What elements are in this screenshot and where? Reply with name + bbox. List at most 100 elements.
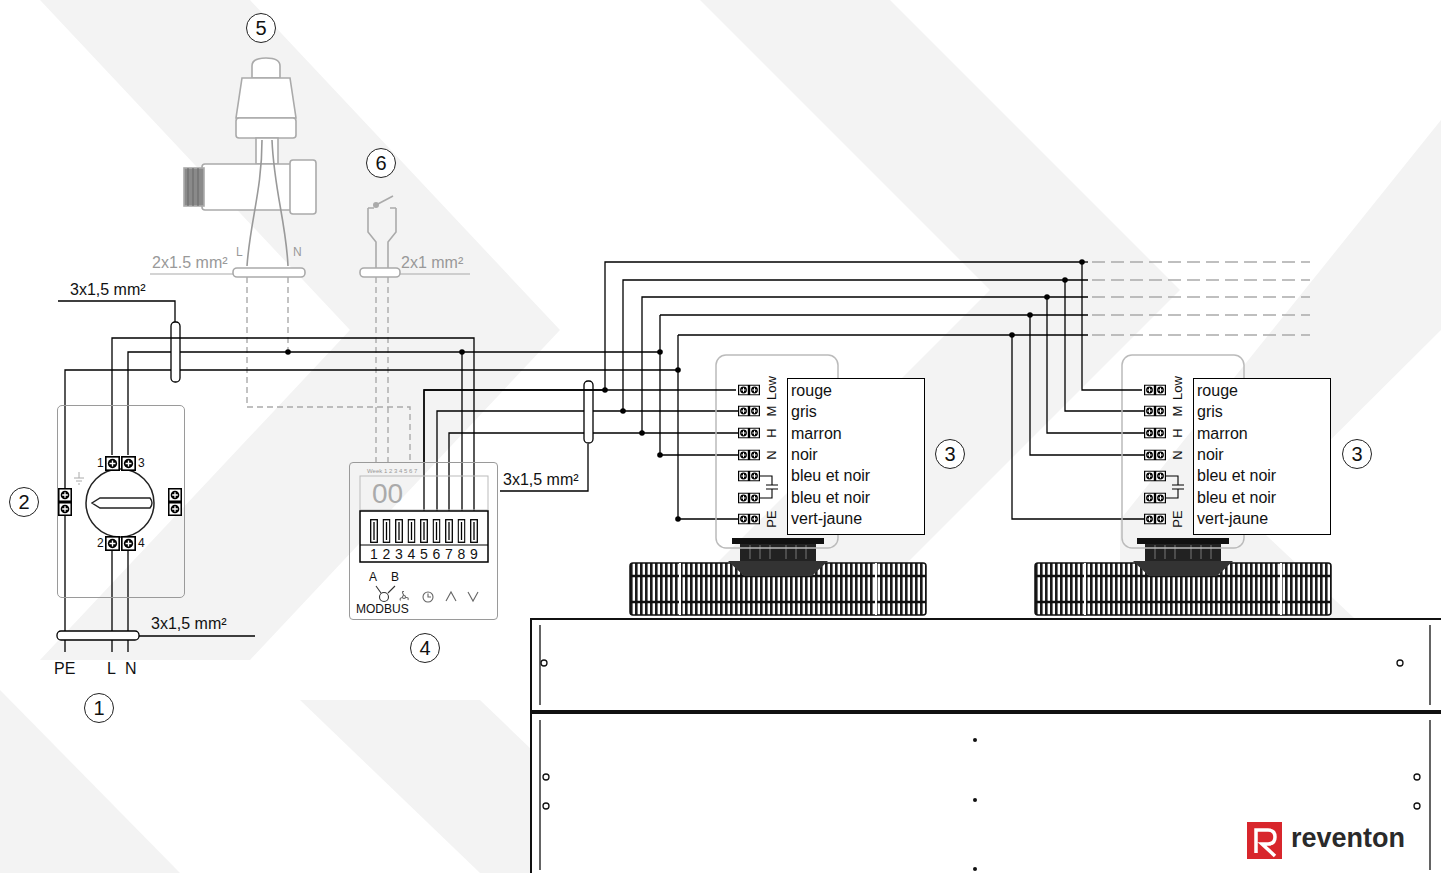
controller-text: Week 1 2 3 4 5 6 7 (367, 468, 417, 475)
wire-name: PE (54, 660, 75, 677)
fan-motor (732, 538, 824, 544)
fan-terminal-strip (739, 450, 749, 460)
wire-name: L (107, 660, 116, 677)
wire-color: rouge (1197, 382, 1238, 400)
fan-terminal-strip (1156, 406, 1166, 416)
cable-clamps (57, 631, 139, 640)
power-wires (65, 370, 678, 652)
cable-clamps (57, 322, 593, 640)
controller-text: MODBUS (356, 602, 409, 616)
power-wires (58, 301, 175, 322)
terminal-name: M (764, 406, 779, 417)
power-wires (678, 335, 745, 519)
signal-wires (247, 262, 1310, 462)
terminal-name: Low (764, 376, 779, 400)
fan-terminal-strip (750, 514, 760, 524)
controller-parts (433, 520, 440, 543)
rotary-switch (106, 537, 119, 550)
terminal-name: Low (765, 376, 778, 400)
wire-name: N (293, 246, 302, 259)
callout-number: 1 (84, 693, 114, 723)
fan-terminal-strip (1145, 471, 1155, 481)
window-contact (376, 196, 393, 205)
power-wires (137, 635, 255, 636)
wire-color: bleu et noir (1197, 489, 1276, 506)
wire-name: N (125, 660, 137, 677)
power-wires (111, 405, 112, 455)
wire-color: marron (791, 425, 842, 443)
wire-color: marron (791, 425, 842, 442)
fan-motor (750, 545, 806, 559)
terminal-name: N (1171, 450, 1184, 459)
callout-number: 5 (246, 13, 276, 43)
wire-color: vert-jaune (1197, 510, 1268, 528)
rotary-switch (122, 537, 135, 550)
fan-terminal-strip (739, 385, 749, 395)
callout-number: 4 (410, 633, 440, 663)
rotary-switch (122, 457, 135, 470)
wire-color: rouge (791, 382, 832, 399)
controller-parts (421, 520, 428, 543)
signal-wires (1092, 262, 1310, 335)
rotary-switch (92, 498, 152, 508)
fan-terminal-strip (760, 476, 778, 498)
junction-dots (459, 349, 465, 355)
fan-housing (1414, 774, 1420, 780)
controller-text: Week 1 2 3 4 5 6 7 (367, 468, 417, 474)
wire-color: bleu et noir (791, 467, 870, 484)
wire-color: rouge (1197, 382, 1238, 399)
brand-logo-mark (1247, 822, 1282, 859)
fan-housing (1414, 803, 1420, 809)
cable-spec: 2x1 mm² (401, 254, 463, 272)
watermark-chevrons (700, 0, 1180, 580)
terminal-number: 3 (138, 457, 145, 470)
wire-color: noir (791, 446, 818, 463)
fan-terminal-strip (1145, 406, 1155, 416)
controller-parts (446, 592, 456, 601)
power-wires (449, 433, 745, 511)
fan-terminal-strip (739, 471, 749, 481)
terminal-name: PE (1171, 510, 1184, 527)
callout-number: 2 (9, 487, 39, 517)
fan-terminal-strip (1145, 428, 1155, 438)
fan-terminal-strip (1156, 450, 1166, 460)
power-wires (660, 315, 745, 455)
controller-text: MODBUS (356, 603, 409, 616)
terminal-number: 1 (97, 456, 104, 470)
fan-motor (630, 538, 926, 615)
wire-color: bleu et noir (791, 467, 870, 485)
controller-parts (380, 593, 389, 602)
wire-color: bleu et noir (791, 489, 870, 506)
fan-terminal-strip (750, 493, 760, 503)
wire-name: L (236, 245, 243, 259)
cable-spec: 3x1,5 mm² (503, 471, 579, 488)
controller-parts (408, 520, 415, 543)
thermal-valve (188, 168, 198, 206)
fan-terminal-strip (1156, 428, 1166, 438)
controller-parts (471, 520, 478, 543)
fan-terminal-strip (1156, 385, 1166, 395)
fan-housing (531, 713, 1441, 873)
wire-color: noir (1197, 446, 1224, 463)
thermal-valve (236, 78, 296, 118)
controller-parts (446, 520, 453, 543)
terminal-name: PE (1170, 510, 1185, 527)
fan-terminal-strip (750, 428, 760, 438)
wire-color: gris (1197, 403, 1223, 421)
controller-parts (360, 511, 488, 562)
wire-color: bleu et noir (791, 489, 870, 507)
terminal-name: N (764, 450, 779, 459)
fan-housing (531, 619, 1441, 711)
callout-number: 3 (935, 439, 965, 469)
fan-terminal-strip (1156, 471, 1166, 481)
power-wires (1047, 297, 1150, 433)
terminal-name: H (764, 428, 779, 437)
fan-terminal-strip (1156, 493, 1166, 503)
wire-color: noir (1197, 446, 1224, 464)
power-wires (678, 334, 1088, 335)
controller-parts (428, 594, 431, 598)
callout-number: 6 (366, 148, 396, 178)
fan-terminal-strip (1145, 514, 1155, 524)
terminal-name: M (1171, 406, 1184, 417)
fan-terminal-strip (739, 493, 749, 503)
